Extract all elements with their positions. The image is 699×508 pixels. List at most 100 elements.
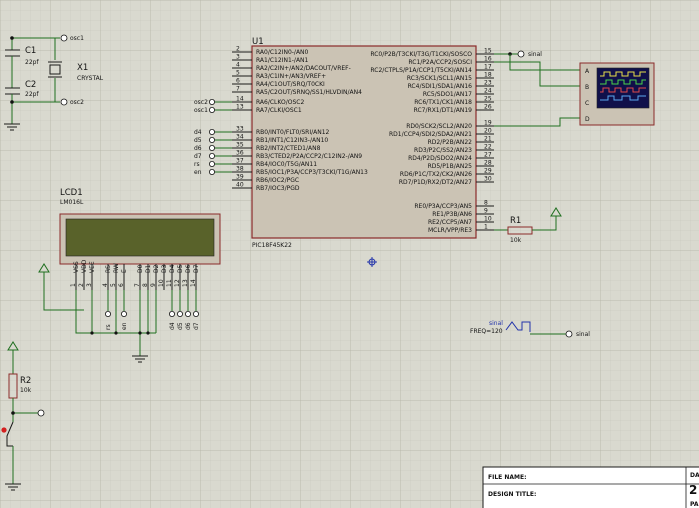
scope-channel-d: D [585,116,590,123]
net-terminal[interactable] [192,310,199,317]
net-terminal[interactable] [168,310,175,317]
scope-channel-b: B [585,84,589,91]
title-block-partial-number: 2 [689,483,697,497]
lcd-pin-number: 11 [166,279,173,287]
mcu-pin-name: RD0/SCK2/SCL2/AN20 [406,123,472,130]
mcu-pin-name: RA6/CLKO/OSC2 [256,99,304,106]
mcu-pin-name: RA4/C1OUT/SRQ/T0CKI [256,81,325,88]
lcd-pin-number: 9 [150,283,157,287]
generator-terminal[interactable] [565,330,573,338]
lcd-net-label: d5 [177,322,184,330]
junction-dot [114,331,118,335]
mcu-pin-number: 19 [484,120,492,127]
mcu-pin-name: RC0/P2B/T3CKI/T3G/T1CKI/SOSCO [370,51,472,58]
lcd-part: LM016L [60,199,84,206]
net-terminal[interactable] [208,160,215,167]
lcd-module[interactable]: LCD1 LM016L VSS1VDD2VEE3RS4RW5E6D07D18D2… [59,188,221,290]
mcu-pin-name: RB1/INT1/C12IN3-/AN10 [256,137,328,144]
junction-dot [10,100,14,104]
mcu-pin-name: RD6/P1C/TX2/CK2/AN26 [400,171,472,178]
sinal-terminal[interactable] [517,50,525,58]
mcu-pin-name: RE0/P3A/CCP3/AN5 [414,203,472,210]
lcd-pin-number: 2 [78,283,85,287]
sinal-net-top[interactable]: sinal [494,50,580,127]
mcu-pin-number: 23 [484,80,492,87]
net-terminal[interactable] [208,99,215,106]
mcu-pin-name: RE2/CCP5/AN7 [428,219,472,226]
net-terminal[interactable] [208,144,215,151]
mcu-pin-name: RC4/SDI1/SDA1/AN16 [408,83,473,90]
mcu-pin-name: RC6/TX1/CK1/AN18 [414,99,472,106]
osc2-net-label: osc2 [70,99,84,106]
lcd-pin-name: D5 [177,264,184,273]
reset-circuit[interactable]: R2 10k [1,341,45,491]
mcu-pin-name: RD2/P2B/AN22 [428,139,473,146]
generator-net-label: sinal [489,320,503,327]
mcu-pin-name: RE1/P3B/AN6 [432,211,472,218]
mcu-pin-number: 21 [484,136,492,143]
mcu-pin-number: 10 [484,216,492,223]
mcu-net-label: d5 [194,137,202,144]
mcu-pin-number: 24 [484,88,492,95]
net-terminal[interactable] [176,310,183,317]
mcu-pin-name: RC3/SCK1/SCL1/AN15 [407,75,472,82]
mcu-pin-number: 33 [236,126,244,133]
net-terminal[interactable] [208,168,215,175]
scope-trace-c [600,87,646,93]
lcd-pin-number: 13 [182,279,189,287]
mcu-pin-name: RA1/C12IN1-/AN1 [256,57,309,64]
osc2-terminal[interactable] [60,98,68,106]
sinal-to-scope-a [509,54,580,71]
rd0-to-scope-d [494,117,580,127]
net-terminal[interactable] [208,107,215,114]
reset-terminal[interactable] [37,409,45,417]
lcd-net-label: en [121,322,128,330]
lcd-pin-name: VDD [81,259,88,273]
junction-dot [138,331,142,335]
mcu-pin-number: 17 [484,64,492,71]
generator-freq-label: FREQ=120 [470,328,503,335]
gnd-bus [75,290,156,334]
lcd-pin-number: 5 [110,283,117,287]
mcu-pin-number: 2 [236,46,240,53]
mcu-pin-name: RB7/IOC3/PGD [256,185,300,192]
net-terminal[interactable] [208,136,215,143]
net-terminal[interactable] [208,152,215,159]
lcd-pin-name: D3 [161,264,168,273]
net-terminal[interactable] [208,128,215,135]
pushbutton-symbol[interactable] [6,421,14,447]
resistor-r1[interactable]: R1 10k [494,207,562,244]
signal-generator[interactable]: sinal FREQ=120 sinal [470,320,590,338]
osc1-terminal[interactable] [60,34,68,42]
net-terminal[interactable] [121,310,128,317]
net-terminal[interactable] [184,310,191,317]
mcu-pin-number: 14 [236,96,244,103]
title-block-frame [482,466,699,508]
lcd-pin-name: D6 [185,264,192,273]
button-indicator-icon[interactable] [1,427,7,433]
mcu-pin-name: RC1/P2A/CCP2/SOSCI [408,59,472,66]
mcu-pin-number: 20 [484,128,492,135]
mcu-pin-name: RD7/P1D/RX2/DT2/AN27 [399,179,472,186]
power-arrow-icon [550,207,562,217]
crystal-oscillator-section[interactable]: C1 22pf C2 22pf osc1 osc2 X1 CRYSTAL [4,34,104,131]
mcu-pin-name: RD3/P2C/SS2/AN23 [414,147,472,154]
mcu-pin-number: 15 [484,48,492,55]
x1-value: CRYSTAL [77,75,104,82]
power-arrow-icon [38,263,50,273]
mcu-pin-name: RA5/C2OUT/SRNQ/SS1/HLVDIN/AN4 [256,89,362,96]
mcu-net-label: osc1 [194,107,208,114]
junction-dot [11,411,15,415]
net-terminal[interactable] [105,310,112,317]
mcu-pin-number: 29 [484,168,492,175]
r1-value: 10k [510,237,522,244]
mcu-body[interactable] [251,45,477,239]
oscilloscope[interactable]: A B C D [579,62,655,126]
probe-marker-icon[interactable] [367,257,377,267]
scope-trace-d [600,95,646,101]
lcd-pin-number: 7 [134,283,141,287]
r2-ref: R2 [20,376,31,386]
